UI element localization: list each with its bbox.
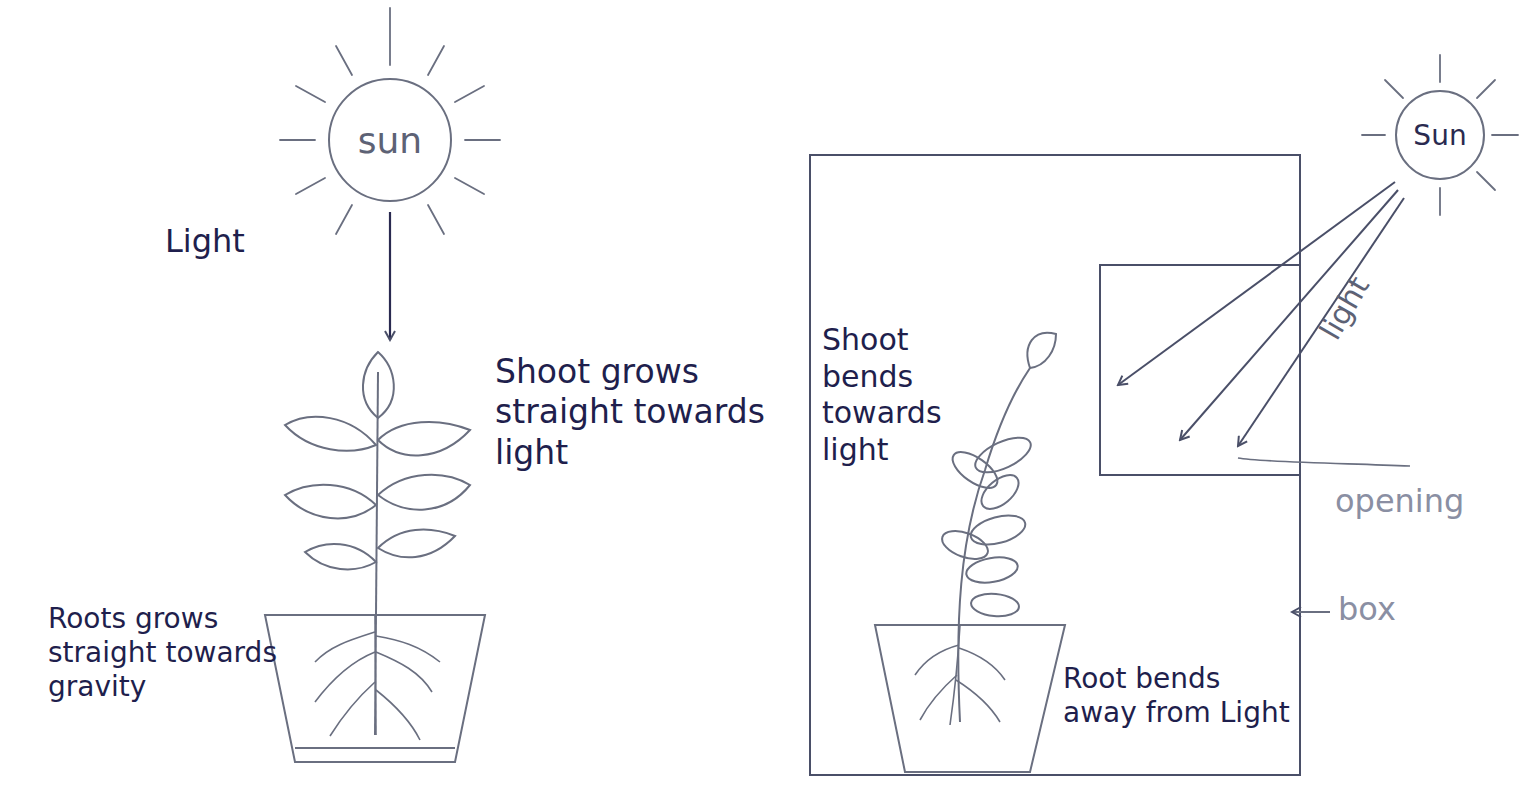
sun-label: sun xyxy=(358,120,422,161)
light-label: light xyxy=(1307,260,1384,356)
bending-plant xyxy=(1028,333,1056,368)
bending-plant xyxy=(968,510,1029,550)
flower-pot xyxy=(265,615,485,762)
box-outline xyxy=(810,155,1300,775)
box-label: box xyxy=(1338,590,1458,629)
flower-pot xyxy=(875,625,1065,772)
sun-rays xyxy=(1362,55,1518,215)
root-note: Roots grows straight towards gravity xyxy=(48,602,293,704)
sun-circle: sun xyxy=(328,78,452,202)
roots xyxy=(915,645,959,675)
bending-plant xyxy=(970,592,1020,618)
leader-line xyxy=(1238,458,1410,466)
light-label: Light xyxy=(165,222,295,261)
flower-pot xyxy=(295,747,455,749)
light-rays xyxy=(1180,190,1398,440)
sun-text-holder: Sun xyxy=(1395,90,1485,180)
roots xyxy=(950,625,960,725)
leader-arrow xyxy=(1292,611,1330,613)
leader-line xyxy=(1238,458,1410,466)
upright-plant xyxy=(285,352,470,735)
box-outline xyxy=(810,155,1300,775)
sun-rays xyxy=(280,139,315,141)
sun-rays xyxy=(1477,80,1495,98)
opening-label: opening xyxy=(1335,482,1520,521)
upright-plant xyxy=(285,417,376,451)
sun-rays xyxy=(296,178,325,194)
roots xyxy=(956,680,1000,722)
bending-plant xyxy=(975,469,1024,516)
roots xyxy=(376,652,432,692)
sun-rays xyxy=(1477,172,1495,190)
sun-rays xyxy=(428,46,444,75)
sun-rays xyxy=(336,46,352,75)
sun-rays xyxy=(389,8,391,65)
sun-outline xyxy=(1396,91,1484,179)
sun-rays xyxy=(280,8,500,234)
roots xyxy=(920,675,957,720)
roots xyxy=(959,648,1005,680)
bending-plant xyxy=(947,445,1003,494)
flower-pot xyxy=(875,625,1065,772)
sun-rays xyxy=(428,205,444,234)
sun-rays xyxy=(1362,134,1385,136)
sun-label: Sun xyxy=(1413,119,1466,152)
box-opening xyxy=(1100,265,1300,475)
sun-rays xyxy=(1439,55,1441,82)
roots xyxy=(315,632,375,662)
sun-rays xyxy=(1439,188,1441,215)
shoot-note: Shoot grows straight towards light xyxy=(495,352,785,473)
bending-plant xyxy=(938,333,1056,722)
upright-plant xyxy=(378,422,470,455)
upright-plant xyxy=(305,544,376,569)
sun-rays xyxy=(336,205,352,234)
roots xyxy=(375,615,376,735)
bending-plant xyxy=(958,368,1030,722)
bending-plant xyxy=(964,554,1019,587)
roots xyxy=(315,652,375,702)
upright-plant xyxy=(375,372,378,735)
roots xyxy=(330,682,375,736)
sun-rays xyxy=(465,139,500,141)
roots xyxy=(376,690,420,740)
sun-circle: Sun xyxy=(1395,90,1485,180)
light-rays xyxy=(1118,182,1395,385)
sun-rays xyxy=(455,178,484,194)
upright-plant xyxy=(378,530,455,558)
upright-plant xyxy=(378,475,470,510)
shoot-note: Shoot bends towards light xyxy=(822,322,977,468)
flower-pot xyxy=(265,615,485,762)
sun-outline xyxy=(329,79,451,201)
sun-rays xyxy=(1385,80,1403,98)
light-rays xyxy=(1238,198,1404,446)
bending-plant xyxy=(970,431,1035,480)
sun-text-holder: sun xyxy=(328,78,452,202)
sun-rays xyxy=(455,86,484,102)
light-rays xyxy=(1118,182,1404,446)
roots xyxy=(315,615,440,740)
roots xyxy=(376,636,440,662)
light-arrow xyxy=(389,212,391,340)
roots xyxy=(915,625,1005,725)
light-arrow xyxy=(390,212,391,340)
box-opening xyxy=(1100,265,1300,475)
upright-plant xyxy=(363,352,394,418)
upright-plant xyxy=(285,485,376,519)
leader-arrow xyxy=(1292,611,1330,613)
sun-rays xyxy=(296,86,325,102)
root-note: Root bends away from Light xyxy=(1063,662,1301,730)
sun-rays xyxy=(1492,134,1518,136)
